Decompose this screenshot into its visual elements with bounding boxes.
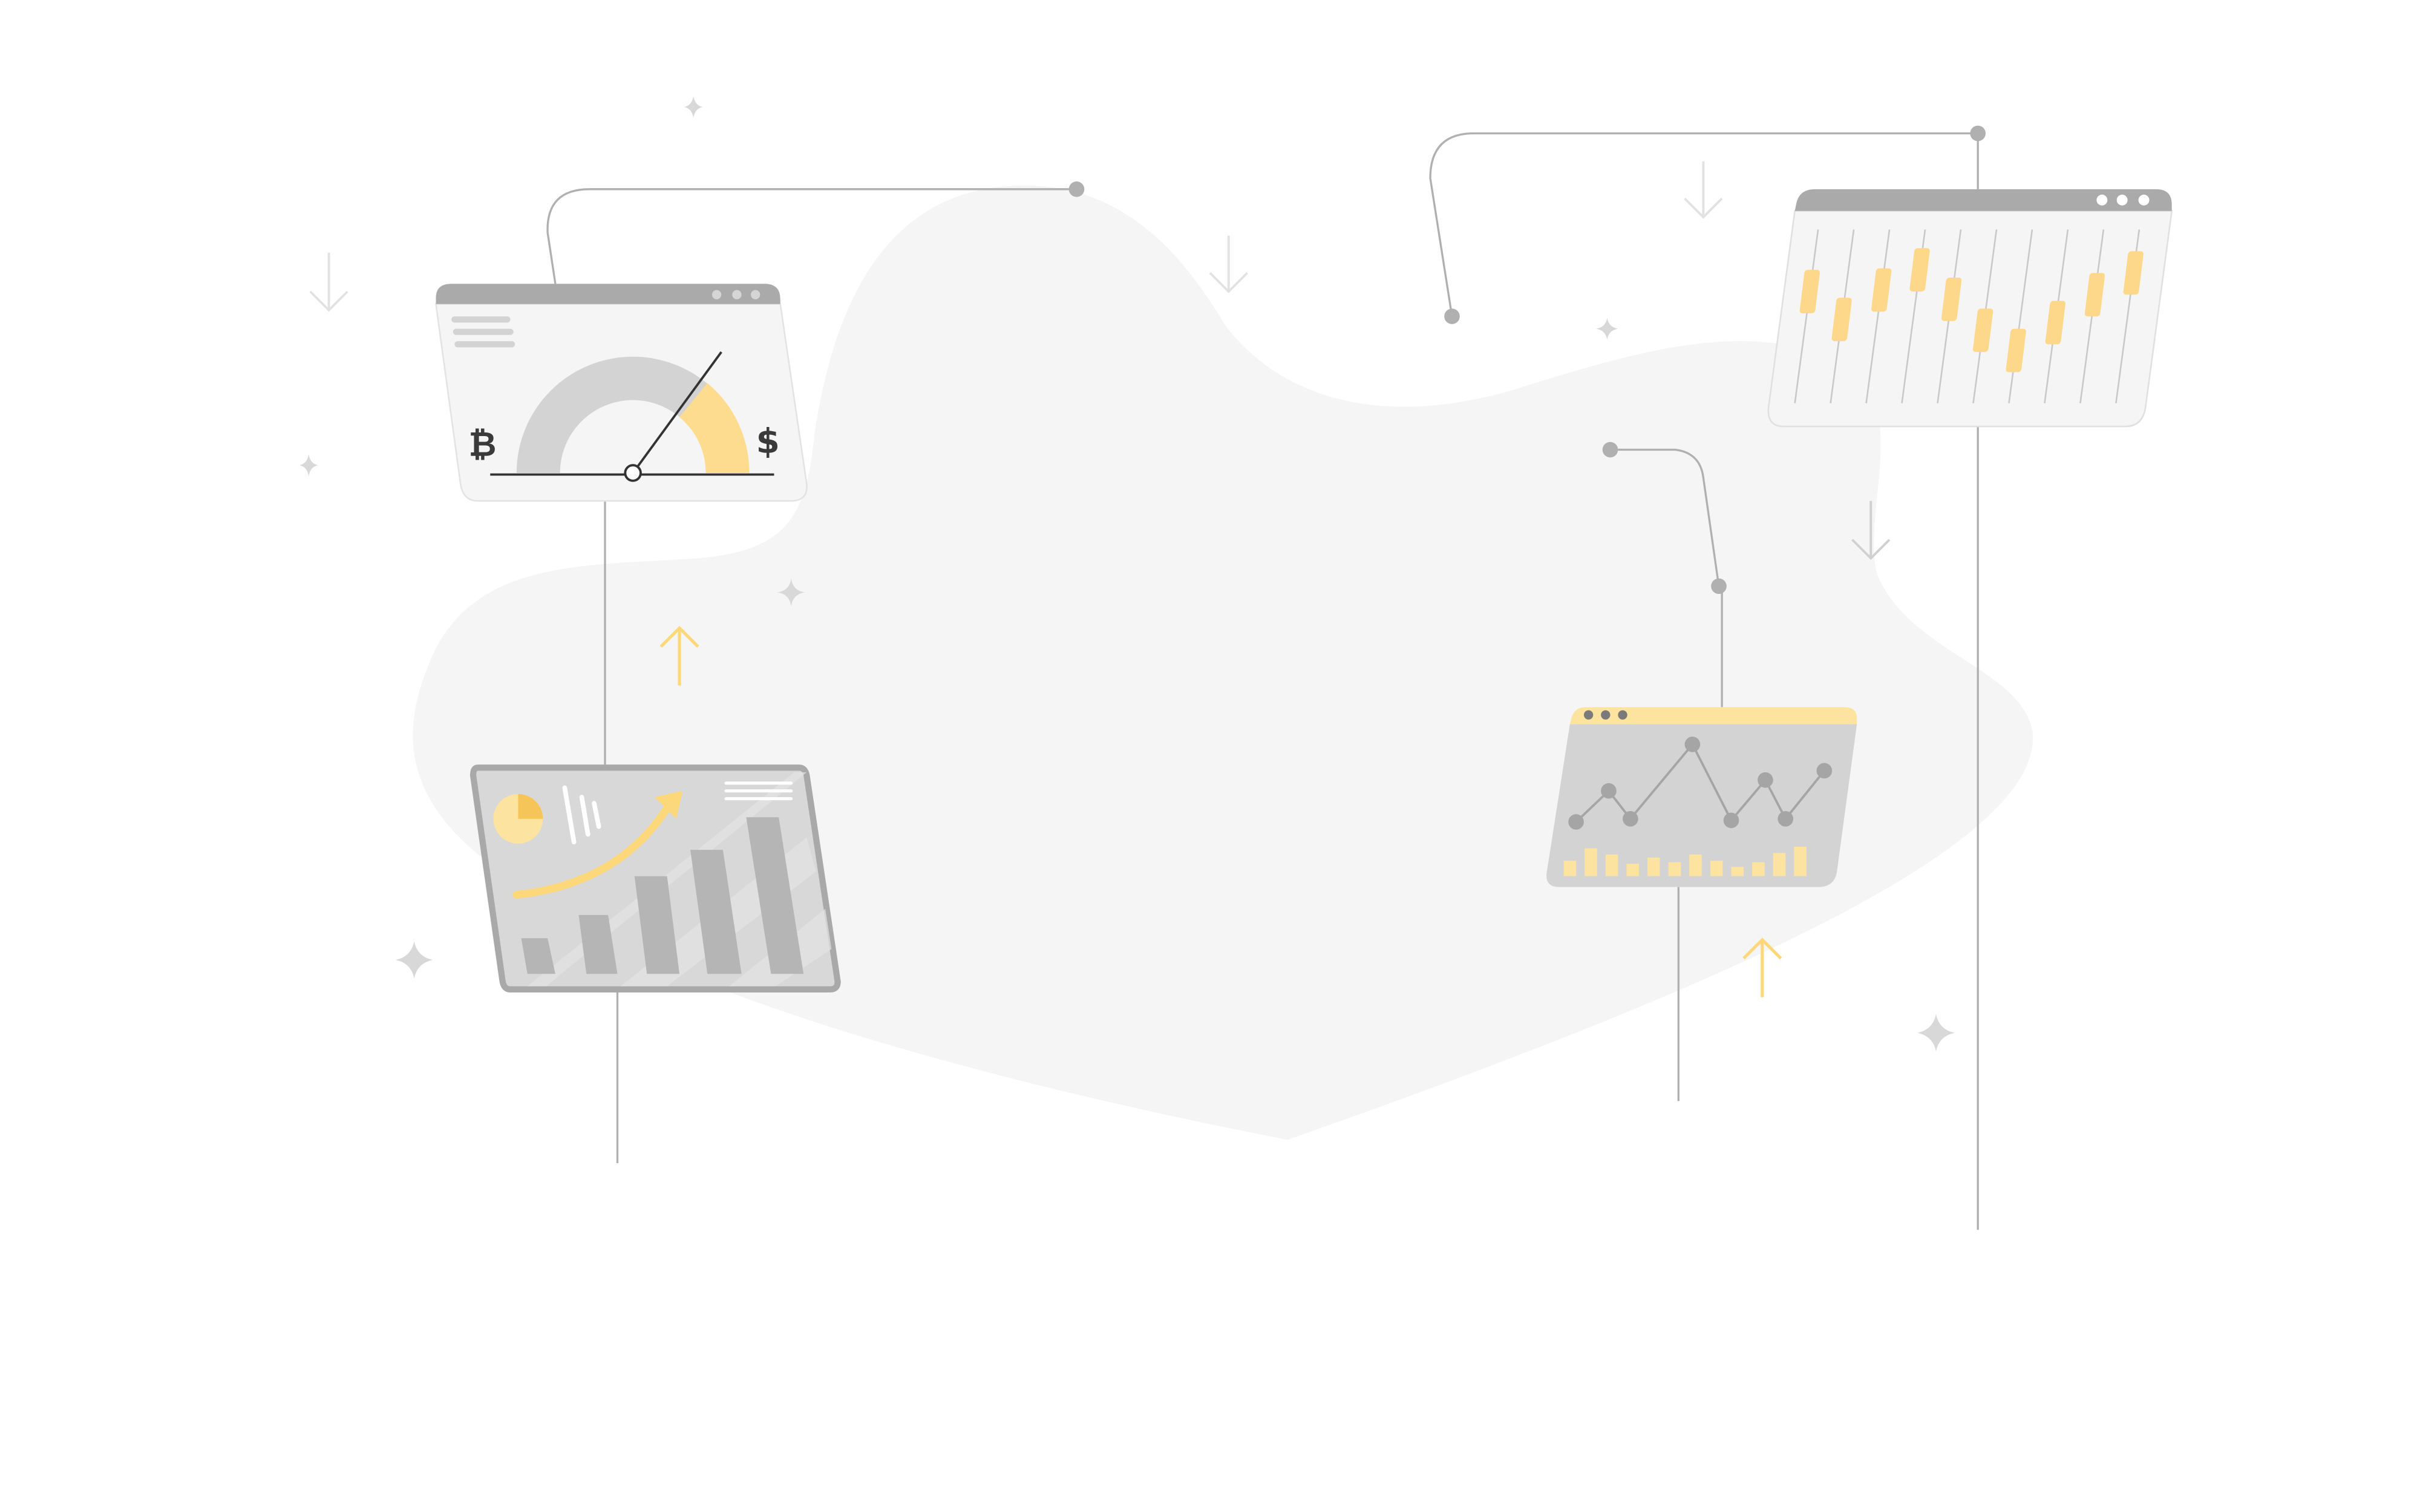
connector-lines: [546, 132, 1979, 1230]
volume-bar: [1773, 853, 1786, 876]
gauge-arc: [516, 356, 750, 474]
window-header: [1569, 707, 1857, 725]
candle-body: [1941, 277, 1962, 321]
gauge-arc-accent: [679, 383, 750, 474]
candle-body: [1909, 248, 1930, 292]
candle-body: [1973, 308, 1993, 353]
window-dots: [711, 290, 760, 299]
candle-body: [1871, 268, 1892, 312]
volume-bar: [1731, 867, 1744, 876]
volume-bar: [1584, 848, 1597, 876]
candlestick-window: [1767, 189, 2173, 428]
volume-bar: [1752, 862, 1765, 876]
window-header: [1794, 189, 2172, 211]
volume-bar: [1647, 857, 1660, 876]
candle-wick: [2008, 229, 2033, 403]
candle-wick: [1794, 229, 1819, 403]
menu-lines: [451, 316, 515, 348]
candle-body: [1831, 298, 1852, 342]
line-points: [1568, 736, 1833, 830]
volume-bar: [1605, 854, 1618, 876]
candle-body: [1799, 270, 1820, 313]
bar-chart-tablet: [469, 764, 841, 993]
volume-bar: [1563, 861, 1577, 876]
volume-bar: [1626, 864, 1639, 876]
gauge-window: ₿ $: [435, 284, 808, 502]
window-header: [436, 284, 780, 304]
volume-bar: [1668, 862, 1681, 876]
candle-wick: [1865, 229, 1891, 403]
candle-body: [2123, 251, 2144, 295]
dollar-symbol: $: [756, 422, 780, 461]
volume-bar: [1794, 847, 1807, 876]
candle-body: [2045, 301, 2065, 345]
volume-bar: [1689, 854, 1702, 876]
trend-arrow: [512, 799, 675, 899]
candle-body: [2006, 328, 2026, 373]
gauge-needle: [632, 351, 722, 474]
candles: [1794, 229, 2144, 403]
candle-body: [2084, 273, 2105, 317]
sparkle-icons: [299, 96, 1955, 1052]
bitcoin-symbol: ₿: [468, 425, 496, 464]
down-arrow-icons: [309, 161, 1891, 560]
line-chart-window: [1546, 707, 1857, 887]
up-arrow-icons: [659, 625, 1782, 997]
volume-bars: [1563, 847, 1807, 876]
volume-bar: [1710, 861, 1723, 876]
connector-dots: [1068, 125, 1986, 595]
